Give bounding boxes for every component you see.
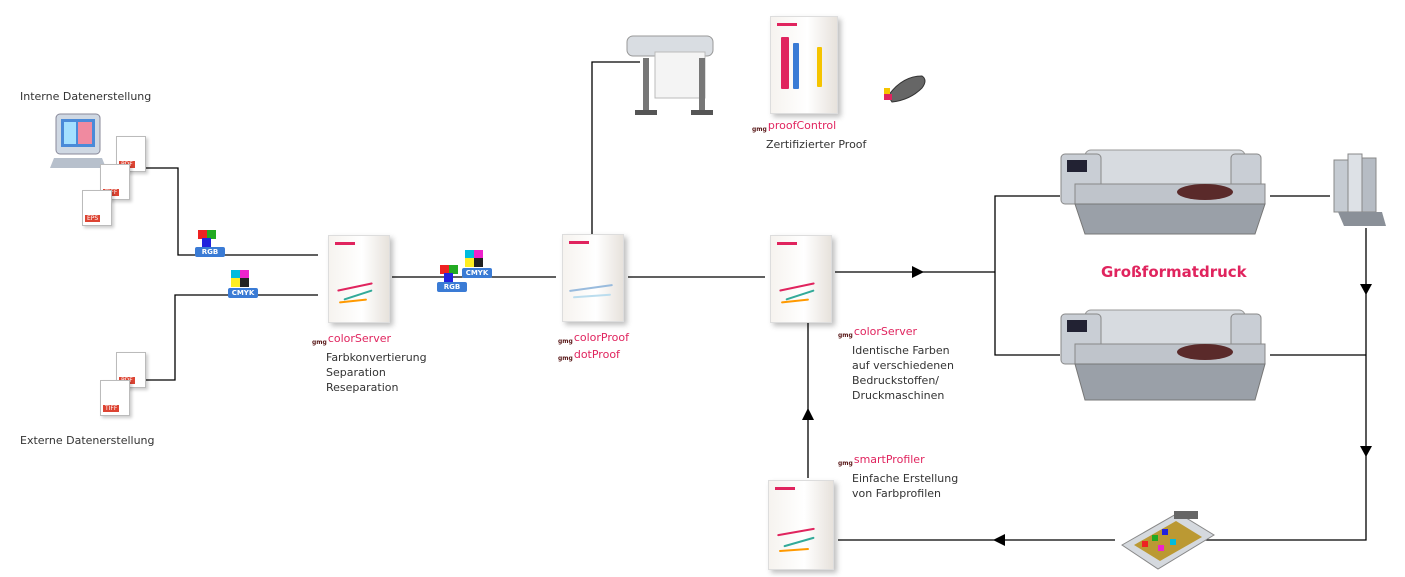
dotproof-description: gmgdotProof [558,347,620,366]
desc-line: Zertifizierter Proof [766,138,867,151]
colorserver-product-box [328,235,390,323]
large-format-printer-icon [1055,140,1275,240]
tiff-file-icon: TIFF [100,380,130,416]
desc-line: Bedruckstoffen/ [852,374,940,387]
proofcontrol-name: proofControl [767,119,837,132]
desc-line: Reseparation [326,381,399,394]
colorserver2-name: colorServer [853,325,918,338]
gmg-logo: gmg [558,355,573,362]
colorproof-product-box [562,234,624,322]
rgb-badge: RGB [437,262,467,292]
cmyk-label: CMYK [228,288,258,298]
dotproof-name: dotProof [573,348,620,361]
colorserver-description: gmgcolorServer Farbkonvertierung Separat… [312,331,427,395]
colorproof-description: gmgcolorProof [558,330,629,349]
smartprofiler-name: smartProfiler [853,453,925,466]
desc-line: Separation [326,366,386,379]
gmg-logo: gmg [752,126,767,133]
measuring-table-icon [1118,505,1218,573]
smartprofiler-description: gmgsmartProfiler Einfache Erstellung von… [838,452,958,501]
desc-line: Einfache Erstellung [852,472,959,485]
external-data-label: Externe Datenerstellung [20,434,155,447]
desc-line: Farbkonvertierung [326,351,427,364]
mac-computer-icon [48,110,108,172]
rgb-label: RGB [195,247,225,257]
rgb-label: RGB [437,282,467,292]
gmg-logo: gmg [558,338,573,345]
spectrophotometer-icon [882,70,930,104]
cmyk-label: CMYK [462,268,492,278]
print-media-rolls-icon [1328,150,1388,230]
desc-line: von Farbprofilen [852,487,941,500]
large-format-printer-icon [1055,300,1275,410]
proofcontrol-description: gmgproofControl Zertifizierter Proof [752,118,866,152]
smartprofiler-product-box [768,480,834,570]
internal-data-label: Interne Datenerstellung [20,90,152,103]
rgb-badge: RGB [195,227,225,257]
gmg-logo: gmg [838,460,853,467]
gmg-logo: gmg [838,332,853,339]
eps-file-icon: EPS [82,190,112,226]
desc-line: auf verschiedenen [852,359,954,372]
cmyk-badge: CMYK [462,248,492,278]
proofcontrol-product-box [770,16,838,114]
proof-printer-icon [625,28,720,123]
desc-line: Druckmaschinen [852,389,945,402]
cmyk-badge: CMYK [228,268,258,298]
colorserver2-description: gmgcolorServer Identische Farben auf ver… [838,324,954,403]
large-format-label: Großformatdruck [1101,263,1247,281]
colorproof-name: colorProof [573,331,629,344]
desc-line: Identische Farben [852,344,950,357]
colorserver-product-box [770,235,832,323]
colorserver-name: colorServer [327,332,392,345]
gmg-logo: gmg [312,339,327,346]
